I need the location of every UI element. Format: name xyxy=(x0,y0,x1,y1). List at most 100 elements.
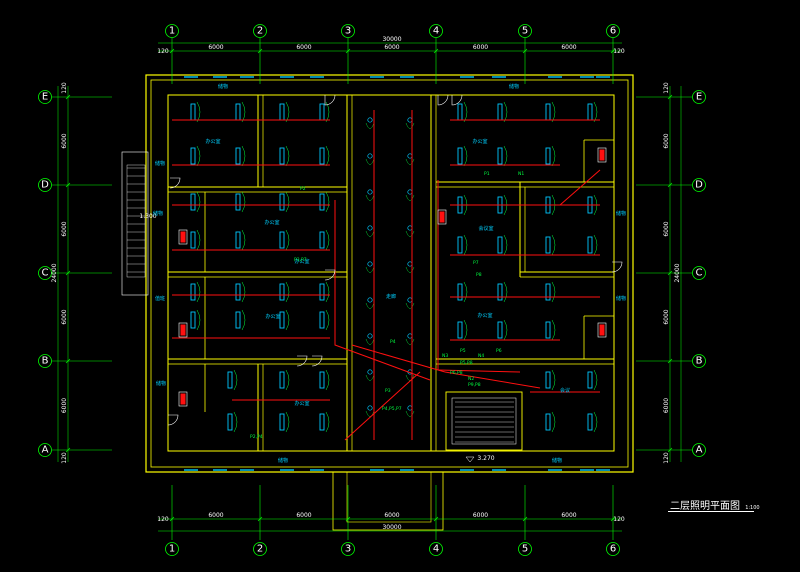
fluorescent-lamp-icon xyxy=(279,413,285,431)
distribution-panel-icon xyxy=(178,391,188,407)
fluorescent-lamp-icon xyxy=(457,147,463,165)
ceiling-lamp-icon xyxy=(367,225,373,231)
fluorescent-lamp-icon xyxy=(545,321,551,339)
fluorescent-lamp-icon xyxy=(587,413,593,431)
dim-text-right-1: 6000 xyxy=(663,221,670,236)
lamp-arc-icon xyxy=(241,101,246,123)
room-label-3: 储物 xyxy=(153,210,163,217)
fluorescent-lamp-icon xyxy=(279,283,285,301)
fluorescent-lamp-icon xyxy=(497,147,503,165)
ceiling-lamp-icon xyxy=(367,333,373,339)
axis-bubble-col-3 xyxy=(341,24,355,38)
fluorescent-lamp-icon xyxy=(497,236,503,254)
room-label-17: 会议 xyxy=(560,387,570,394)
axis-label-col-2: 2 xyxy=(257,26,263,37)
room-label-15: 办公室 xyxy=(477,312,492,319)
room-label-18: 储物 xyxy=(552,457,562,464)
circuit-label-4: P5 xyxy=(460,348,466,354)
room-label-0: 储物 xyxy=(218,83,228,90)
fluorescent-lamp-icon xyxy=(545,413,551,431)
lamp-arc-icon xyxy=(405,302,415,309)
lamp-arc-icon xyxy=(325,191,330,213)
dim-text-right-2: 6000 xyxy=(663,309,670,324)
circuit-label-8: P3,P7 xyxy=(294,257,307,263)
fluorescent-lamp-icon xyxy=(319,147,325,165)
lamp-arc-icon xyxy=(285,191,290,213)
distribution-panel-icon xyxy=(178,229,188,245)
room-label-8: 办公室 xyxy=(265,313,280,320)
fluorescent-lamp-icon xyxy=(457,283,463,301)
fluorescent-lamp-icon xyxy=(587,371,593,389)
dim-tick-top-1 xyxy=(257,48,263,54)
wire-run-20 xyxy=(344,371,421,441)
dim-total-right: 24000 xyxy=(674,263,681,282)
lamp-arc-icon xyxy=(241,309,246,331)
lamp-arc-icon xyxy=(196,281,201,303)
lamp-arc-icon xyxy=(233,369,238,391)
dim-tick-left-3 xyxy=(65,358,71,364)
fluorescent-lamp-icon xyxy=(319,103,325,121)
fluorescent-lamp-icon xyxy=(497,103,503,121)
level-marker-bottom xyxy=(465,456,475,463)
dim-edge-top-left: 120 xyxy=(157,48,169,55)
door-swing-4 xyxy=(437,94,449,106)
lamp-arc-icon xyxy=(463,319,468,341)
lamp-arc-icon xyxy=(463,281,468,303)
axis-bubble-row-A-right xyxy=(692,443,706,457)
lamp-arc-icon xyxy=(285,411,290,433)
lamp-arc-icon xyxy=(503,281,508,303)
lamp-arc-icon xyxy=(285,145,290,167)
room-label-2: 储物 xyxy=(155,160,165,167)
lamp-arc-icon xyxy=(196,229,201,251)
lamp-arc-icon xyxy=(365,266,375,273)
lamp-arc-icon xyxy=(233,411,238,433)
dim-tick-bottom-3 xyxy=(433,516,439,522)
lamp-arc-icon xyxy=(365,302,375,309)
axis-label-col-1: 1 xyxy=(169,26,175,37)
fluorescent-lamp-icon xyxy=(545,283,551,301)
fluorescent-lamp-icon xyxy=(235,193,241,211)
lamp-arc-icon xyxy=(325,145,330,167)
dim-text-top-3: 6000 xyxy=(473,44,488,51)
axis-bubble-col-5-bottom xyxy=(518,542,532,556)
door-swing-8 xyxy=(167,414,179,426)
door-swing-5 xyxy=(451,94,463,106)
lamp-arc-icon xyxy=(551,234,556,256)
axis-label-row-C-right: C xyxy=(696,268,703,279)
dim-text-bottom-1: 6000 xyxy=(296,512,311,519)
dim-total-top: 30000 xyxy=(382,36,401,43)
dim-tick-left-1 xyxy=(65,182,71,188)
axis-bubble-col-1-bottom xyxy=(165,542,179,556)
dim-text-left-2: 6000 xyxy=(61,309,68,324)
lamp-arc-icon xyxy=(593,234,598,256)
circuit-label-0: P1 xyxy=(484,171,490,177)
dim-edge-left-bottom: 120 xyxy=(61,452,68,464)
wire-run-18 xyxy=(437,369,521,373)
fluorescent-lamp-icon xyxy=(545,371,551,389)
dim-text-left-0: 6000 xyxy=(61,133,68,148)
axis-label-col-5: 5 xyxy=(522,26,528,37)
axis-bubble-col-2-bottom xyxy=(253,542,267,556)
door-swing-0 xyxy=(169,177,181,189)
wire-run-16 xyxy=(334,200,431,381)
lamp-arc-icon xyxy=(196,309,201,331)
dim-tick-left-2 xyxy=(65,270,71,276)
circuit-label-10: P5,P8 xyxy=(460,360,473,366)
dim-text-bottom-0: 6000 xyxy=(208,512,223,519)
fluorescent-lamp-icon xyxy=(279,103,285,121)
axis-label-col-1-bottom: 1 xyxy=(169,544,175,555)
dim-tick-right-1 xyxy=(667,182,673,188)
lamp-arc-icon xyxy=(405,266,415,273)
dim-tick-bottom-2 xyxy=(345,516,351,522)
room-label-11: 储物 xyxy=(509,83,519,90)
lamp-arc-icon xyxy=(241,229,246,251)
dim-text-top-0: 6000 xyxy=(208,44,223,51)
lamp-arc-icon xyxy=(241,281,246,303)
circuit-label-12: P9,P8 xyxy=(468,382,481,388)
lamp-arc-icon xyxy=(285,309,290,331)
lamp-arc-icon xyxy=(325,411,330,433)
lamp-arc-icon xyxy=(365,194,375,201)
fluorescent-lamp-icon xyxy=(457,321,463,339)
lamp-arc-icon xyxy=(325,309,330,331)
